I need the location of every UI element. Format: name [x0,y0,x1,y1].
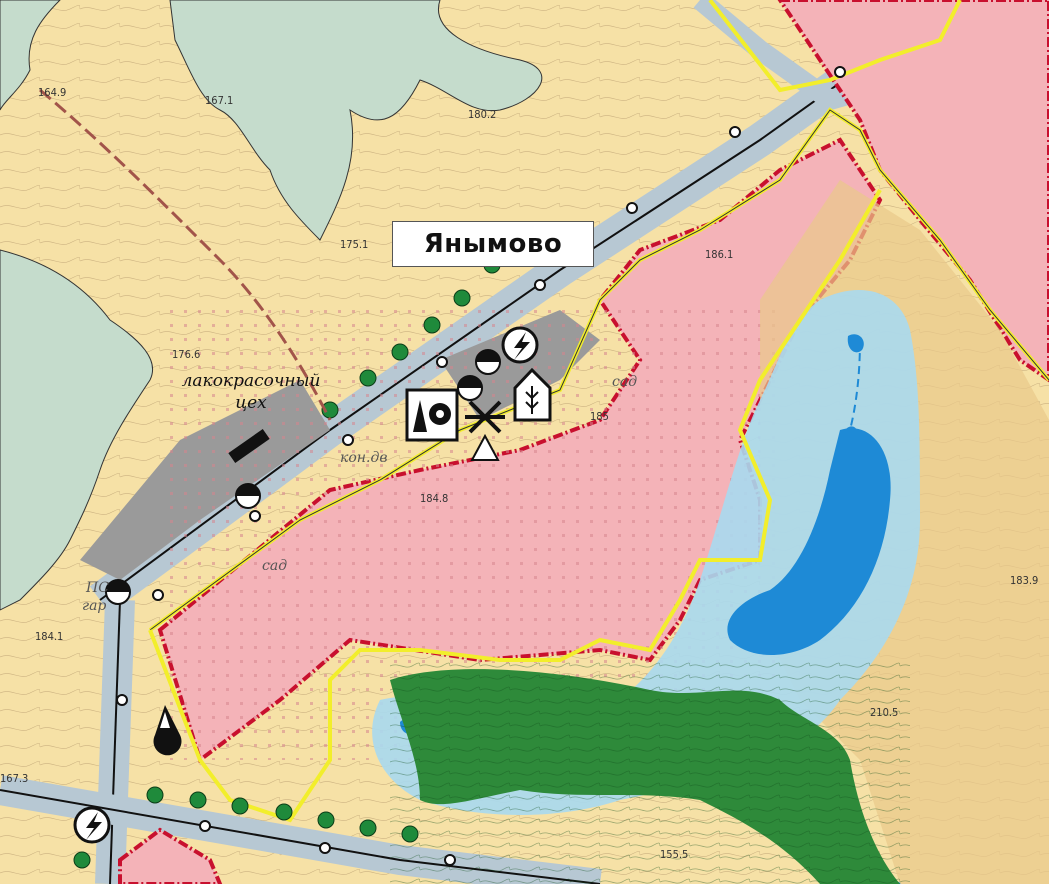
svg-text:сад: сад [612,374,637,390]
svg-text:175.1: 175.1 [340,238,368,251]
settlement-label: Янымово [392,221,594,267]
industrial-label-line1: лакокрасочный [181,371,321,391]
svg-text:183.9: 183.9 [1010,574,1038,587]
svg-text:167.3: 167.3 [0,772,28,785]
road-nodes [116,66,846,866]
grain-icon[interactable] [513,367,552,422]
industrial-building [228,429,270,463]
svg-text:гар: гар [82,598,106,614]
pond-2 [844,426,859,443]
svg-text:ПС: ПС [85,580,109,596]
svg-text:176.6: 176.6 [172,348,200,361]
elevation-labels: 164.9 167.1 180.2 175.1 176.6 185 184.8 … [0,86,1038,861]
forest-area-north [169,0,543,241]
svg-text:186.1: 186.1 [705,248,733,261]
substation-icon-south[interactable] [73,806,111,844]
svg-text:кон.дв: кон.дв [340,450,387,466]
lake [727,428,891,655]
svg-text:210.5: 210.5 [870,706,898,719]
forest-area-west [0,249,154,611]
west-road-centerline [109,599,121,885]
tower-icon [470,433,500,461]
svg-text:180.2: 180.2 [468,108,496,121]
sawmill-icon[interactable] [405,388,459,442]
dense-forest-texture [390,660,910,884]
stream-north [849,339,861,431]
residential-zone-southwest [118,827,223,886]
windmill-icon [465,400,505,434]
svg-text:185: 185 [590,410,609,423]
pipeline [39,88,332,421]
industrial-label-line2: цех [235,393,267,413]
svg-text:184.8: 184.8 [420,492,448,505]
forest-area-northwest [0,0,61,111]
substation-icon[interactable] [501,326,539,364]
settlement-boundary-north [708,0,962,93]
gas-icon [105,349,501,605]
svg-text:184.1: 184.1 [35,630,63,643]
tree-row-south [73,786,419,869]
svg-text:сад: сад [262,558,287,574]
settlement-boundary-south [148,189,882,823]
svg-text:164.9: 164.9 [38,86,66,99]
industrial-area-label: лакокрасочный цех [158,370,344,414]
water-tank-icon [153,705,182,756]
settlement-boundary-outline [149,109,1049,631]
svg-text:167.1: 167.1 [205,94,233,107]
svg-text:155.5: 155.5 [660,848,688,861]
